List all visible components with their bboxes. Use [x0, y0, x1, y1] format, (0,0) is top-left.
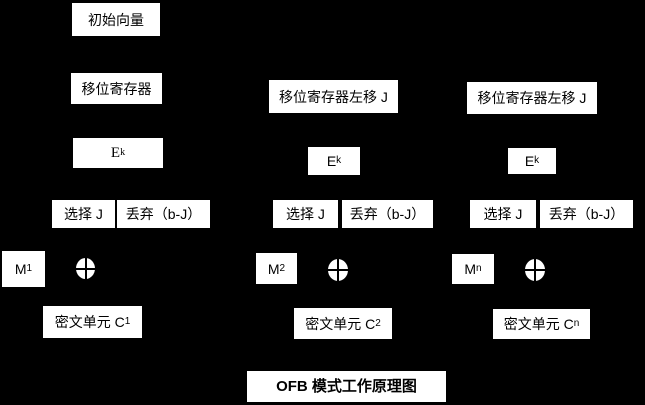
discard-box-3: 丢弃（b-J） — [540, 200, 633, 228]
select-j-box-3: 选择 J — [470, 200, 536, 228]
ek-subscript: k — [120, 147, 126, 158]
xor-icon — [328, 259, 348, 281]
m-base: M — [464, 261, 477, 277]
m-subscript: 2 — [279, 262, 286, 274]
ciphertext-label: 密文单元 C — [54, 314, 125, 330]
xor-icon — [525, 259, 545, 281]
ciphertext-label: 密文单元 C — [503, 316, 574, 332]
select-j-box-1: 选择 J — [52, 200, 115, 228]
discard-box-2: 丢弃（b-J） — [342, 200, 433, 228]
ek-base: E — [524, 153, 535, 169]
ciphertext-label: 密文单元 C — [305, 315, 376, 332]
ek-subscript: k — [534, 155, 540, 166]
diagram-title: OFB 模式工作原理图 — [247, 371, 446, 402]
ciphertext-subscript: 2 — [375, 317, 381, 329]
m-base: M — [267, 260, 280, 277]
xor-icon — [76, 258, 95, 279]
ek-base: E — [326, 153, 337, 169]
select-j-box-2: 选择 J — [273, 200, 338, 228]
ciphertext-subscript: n — [573, 318, 580, 329]
ciphertext-subscript: 1 — [124, 316, 131, 327]
shift-register-left-box-2: 移位寄存器左移 J — [269, 80, 398, 113]
m-subscript: 1 — [26, 263, 33, 274]
ek-base: E — [110, 144, 121, 161]
shift-register-box-1: 移位寄存器 — [71, 73, 162, 104]
m-base: M — [14, 261, 27, 277]
shift-register-left-box-3: 移位寄存器左移 J — [467, 82, 597, 114]
ek-subscript: k — [336, 155, 342, 166]
discard-box-1: 丢弃（b-J） — [117, 200, 210, 228]
initial-vector-box: 初始向量 — [72, 3, 160, 36]
m-subscript: n — [476, 263, 482, 274]
